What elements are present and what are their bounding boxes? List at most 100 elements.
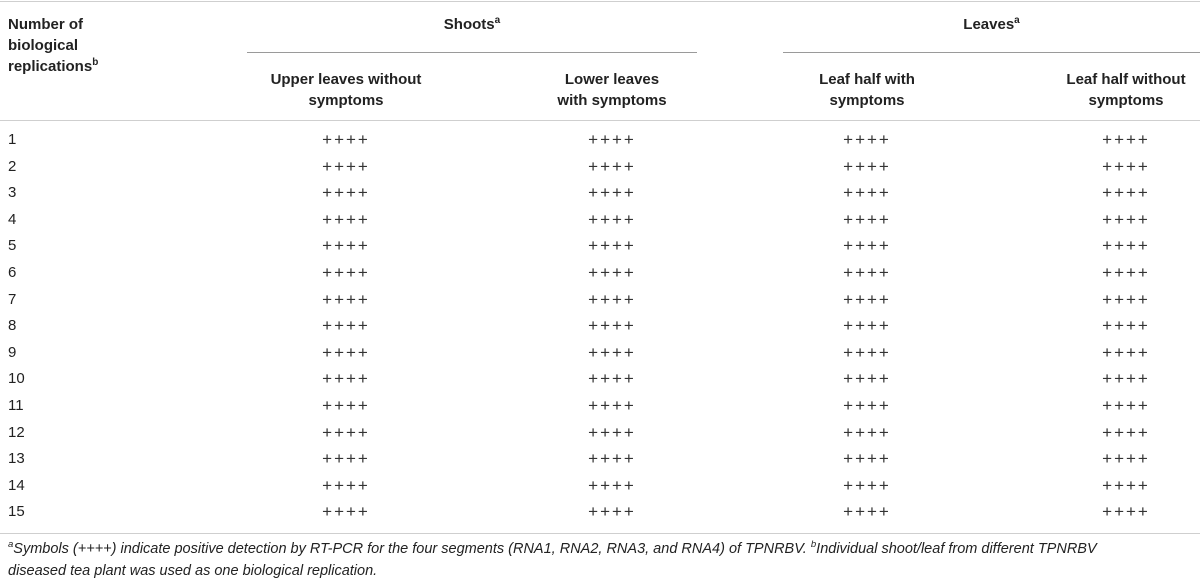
table-row: 15++++++++++++++++ [0,499,1200,526]
detection-result: ++++ [1102,156,1150,176]
detection-result: ++++ [843,289,891,309]
replication-number: 1 [8,131,17,148]
detection-result: ++++ [322,342,370,362]
detection-result: ++++ [322,156,370,176]
detection-result: ++++ [1102,342,1150,362]
detection-result: ++++ [322,236,370,256]
header-bottom-rule [0,120,1200,121]
detection-result: ++++ [843,422,891,442]
detection-result: ++++ [1102,289,1150,309]
detection-result: ++++ [843,369,891,389]
detection-result: ++++ [1102,422,1150,442]
group-header-shoots: Shootsa [247,14,697,35]
detection-result: ++++ [588,262,636,282]
column-header-line2: with symptoms [557,92,667,109]
detection-result: ++++ [588,369,636,389]
detection-result: ++++ [588,395,636,415]
table-row: 3 ++++ ++++ ++++ ++++ [0,180,1200,207]
replication-number: 14 [8,476,25,494]
column-header-leaf-half-without: Leaf half without symptoms [1026,69,1200,111]
detection-result: ++++ [843,316,891,336]
group-header-shoots-marker: a [494,15,501,26]
group-header-shoots-label: Shoots [443,16,495,33]
footnote-b-marker: b [810,539,817,551]
replications-header-line3: replications [8,58,93,75]
replication-number: 3 [8,184,17,202]
table-row: 7++++++++++++++++ [0,287,1200,314]
detection-result: ++++ [843,342,891,362]
group-header-leaves-label: Leaves [963,16,1015,33]
detection-result: ++++ [1102,502,1150,522]
replication-number: 9 [8,343,17,361]
detection-result: ++++ [843,130,891,149]
detection-result: ++++ [1102,395,1150,415]
detection-result: ++++ [588,236,636,256]
replications-header: Number of biological replicationsb [8,14,128,77]
detection-result: ++++ [1102,183,1150,203]
replication-number: 12 [8,423,25,441]
column-header-line1: Leaf half with [819,71,915,88]
table-row: 2++++++++++++++++ [0,154,1200,181]
detection-result: ++++ [1102,262,1150,282]
detection-result: ++++ [843,395,891,415]
column-header-line1: Lower leaves [564,71,660,88]
table-row: 11 ++++ ++++ ++++ ++++ [0,393,1200,420]
detection-result: ++++ [322,369,370,389]
replication-number: 7 [8,290,17,308]
footnote-b-text-line1: Individual shoot/leaf from different TPN… [816,541,1097,557]
detection-result: ++++ [1102,130,1150,149]
replication-number: 6 [8,263,17,281]
column-header-line1: Upper leaves without [270,71,422,88]
detection-result: ++++ [843,183,891,203]
table-row: 10++++++++++++++++ [0,366,1200,393]
table-footnote: aSymbols (++++) indicate positive detect… [8,538,1193,582]
shoots-group-rule [247,52,697,53]
footnote-b-text-line2: diseased tea plant was used as one biolo… [8,563,378,579]
replications-header-line2: biological [8,37,79,54]
replications-footnote-marker: b [92,57,99,68]
detection-result: ++++ [1102,209,1150,229]
footnote-a-marker: a [8,539,14,551]
replication-number: 13 [8,450,25,468]
replication-number: 11 [8,396,24,414]
replication-number: 4 [8,210,17,228]
replications-header-line1: Number of [8,16,83,33]
detection-result: ++++ [322,183,370,203]
detection-result: ++++ [843,262,891,282]
table-row: 1++++++++++++++++ [0,127,1200,154]
replication-number: 10 [8,370,25,388]
detection-result: ++++ [322,449,370,469]
detection-result: ++++ [588,316,636,336]
column-header-line2: symptoms [1088,92,1164,109]
column-header-leaf-half-with: Leaf half with symptoms [767,69,967,111]
detection-result: ++++ [322,262,370,282]
detection-result: ++++ [588,502,636,522]
detection-result: ++++ [322,209,370,229]
replication-number: 5 [8,237,17,255]
detection-result: ++++ [322,130,370,149]
group-header-leaves: Leavesa [783,14,1200,35]
table-row: 9++++++++++++++++ [0,340,1200,367]
table-body: 1 ++++ ++++ ++++ ++++ 2 ++++ ++++ ++++ ++++ 3 ++++ +… [0,127,1200,526]
detection-result: ++++ [843,449,891,469]
detection-result: ++++ [588,422,636,442]
table-row: 13++++++++++++++++ [0,446,1200,473]
column-header-line2: symptoms [308,92,384,109]
replication-number: 15 [8,503,25,521]
detection-result: ++++ [322,395,370,415]
detection-result: ++++ [322,316,370,336]
detection-result: ++++ [588,449,636,469]
table-row: 8++++++++++++++++ [0,313,1200,340]
detection-result: ++++ [843,502,891,522]
leaves-group-rule [783,52,1200,53]
detection-result: ++++ [322,475,370,495]
detection-result: ++++ [843,156,891,176]
table-bottom-rule [0,533,1200,534]
detection-result: ++++ [588,183,636,203]
column-header-lower-leaves: Lower leaves with symptoms [512,69,712,111]
detection-result: ++++ [588,289,636,309]
table-top-rule [0,1,1200,2]
detection-result: ++++ [843,209,891,229]
replication-number: 2 [8,157,17,175]
detection-result: ++++ [843,475,891,495]
